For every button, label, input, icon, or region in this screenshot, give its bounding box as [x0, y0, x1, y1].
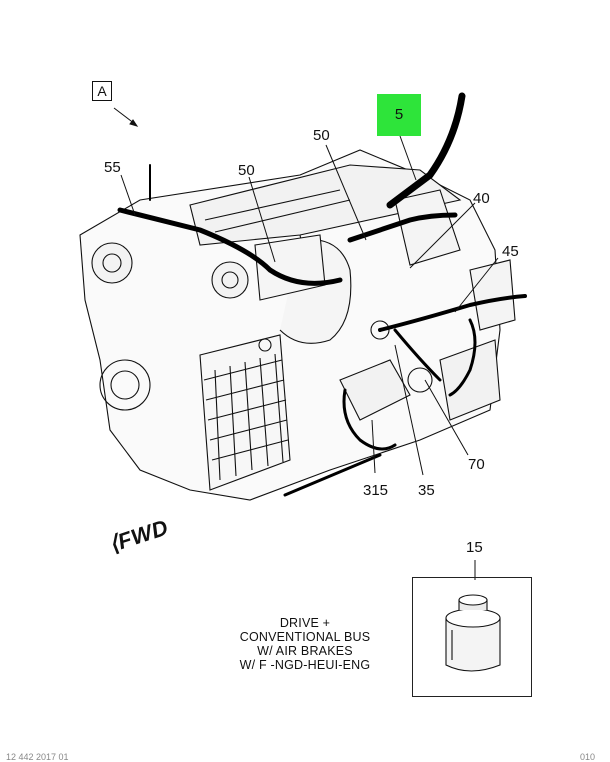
view-label-box: A [92, 81, 112, 101]
callout-5: 5 [394, 106, 404, 123]
footer-right-text: 010 [580, 752, 596, 762]
leader-lines [113, 107, 499, 580]
part-15-inset-box [412, 577, 532, 697]
highlighted-callout-box: 5 [377, 94, 421, 136]
note-line-4: W/ F -NGD-HEUI-ENG [239, 658, 371, 672]
bottle-illustration [445, 594, 501, 672]
callout-50-left: 50 [238, 162, 255, 179]
callout-15: 15 [466, 539, 483, 556]
note-line-2: CONVENTIONAL BUS [239, 630, 371, 644]
callout-55: 55 [104, 159, 121, 176]
footer-left-text: 12 442 2017 01 [6, 752, 69, 762]
callout-45: 45 [502, 243, 519, 260]
note-line-3: W/ AIR BRAKES [257, 644, 353, 658]
callout-40: 40 [473, 190, 490, 207]
callout-labels: 55 50 50 40 45 70 35 315 15 [104, 127, 519, 556]
callout-35: 35 [418, 482, 435, 499]
note-line-1: DRIVE + [279, 616, 331, 630]
callout-50-right: 50 [313, 127, 330, 144]
engine-block-illustration [79, 149, 516, 501]
wiring-harness [117, 92, 527, 497]
callout-315: 315 [363, 482, 388, 499]
callout-70: 70 [468, 456, 485, 473]
application-note: DRIVE + CONVENTIONAL BUS W/ AIR BRAKES W… [220, 616, 390, 672]
